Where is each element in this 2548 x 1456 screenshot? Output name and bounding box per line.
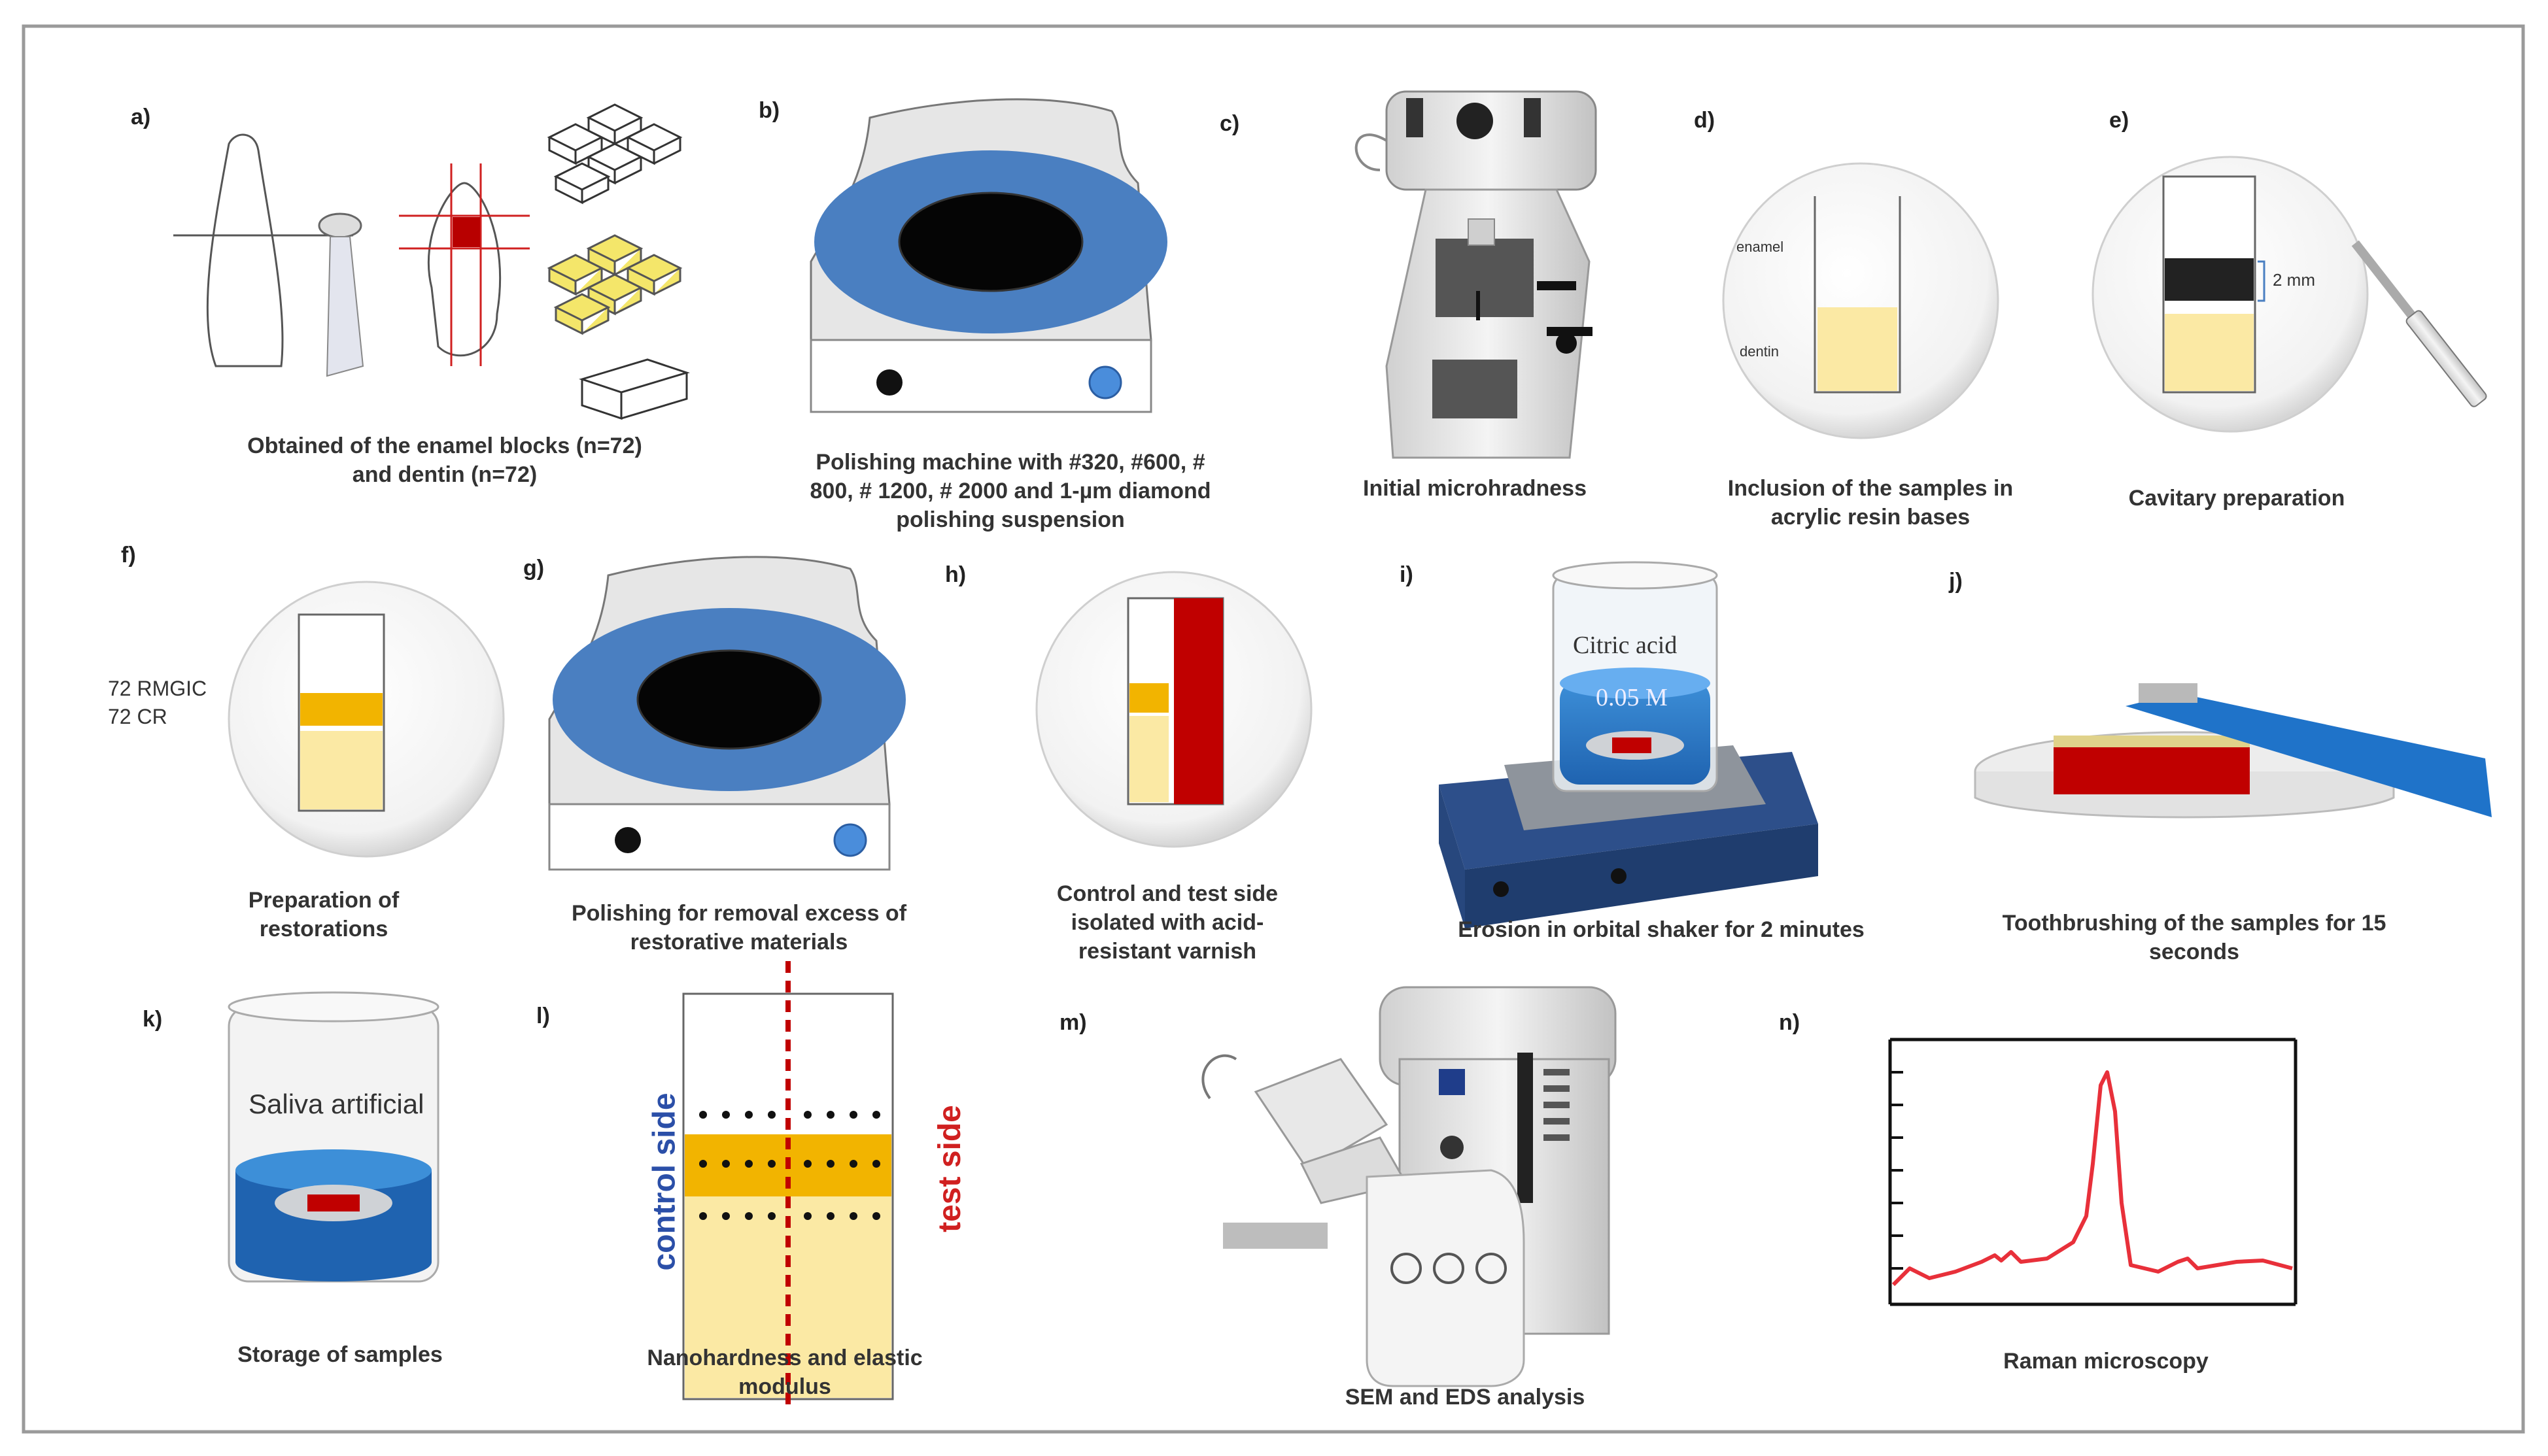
caption-m: SEM and EDS analysis [1345,1385,1585,1410]
panel-letter-b: b) [759,98,780,123]
panel-letter-c: c) [1220,111,1240,136]
panel-l-nanohardness [682,961,894,1406]
panel-letter-l: l) [536,1004,550,1028]
yellow-blocks [547,234,683,335]
caption-j: Toothbrushing of the samples for 15 seco… [2002,911,2386,964]
panel-letter-k: k) [143,1007,163,1032]
caption-d: Inclusion of the samples in acrylic resi… [1727,476,2014,530]
panel-letter-h: h) [945,562,967,587]
caption-n: Raman microscopy [2003,1349,2209,1374]
panel-letter-j: j) [1949,569,1963,594]
label-group-cr: 72 CR [108,705,167,728]
label-concentration: 0.05 M [1596,684,1668,711]
toothbrush [2126,693,2492,817]
panel-g-polisher [548,556,906,871]
label-depth: 2 mm [2273,270,2315,290]
panel-i-orbital-shaker [1439,561,1818,928]
beaker-i [1552,561,1718,792]
panel-letter-f: f) [121,543,136,567]
panel-j-toothbrushing [1974,683,2492,819]
panel-letter-i: i) [1400,562,1413,587]
caption-c: Initial microhradness [1363,476,1587,501]
panel-e-cavity-prep [2092,156,2487,433]
panel-c-microhardness-tester [1354,90,1597,459]
tooth-cut [427,182,502,357]
single-block [579,358,690,420]
caption-a: Obtained of the enamel blocks (n=72) and… [247,433,642,487]
label-control-side: control side [647,1092,682,1271]
label-dentin: dentin [1740,343,1779,360]
label-group-rmgic: 72 RMGIC [108,677,207,700]
panel-letter-e: e) [2109,108,2129,133]
caption-k: Storage of samples [237,1342,443,1367]
panel-h-varnish [1035,571,1313,848]
caption-g: Polishing for removal excess of restorat… [571,901,907,955]
label-enamel: enamel [1736,239,1784,255]
caption-h: Control and test side isolated with acid… [1056,881,1279,964]
panel-letter-a: a) [131,105,151,129]
caption-i: Erosion in orbital shaker for 2 minutes [1458,917,1865,942]
caption-l: Nanohardness and elastic modulus [647,1346,923,1399]
label-citric-acid: Citric acid [1573,632,1678,659]
panel-letter-d: d) [1694,108,1715,133]
panel-b-polisher [810,98,1167,413]
caption-f: Preparation of restorations [248,888,400,941]
caption-e: Cavitary preparation [2128,486,2345,511]
panel-a-illustration [173,103,690,420]
label-saliva: Saliva artificial [249,1089,424,1119]
dental-bur [2351,240,2487,407]
label-test-side: test side [932,1105,967,1232]
panel-letter-n: n) [1779,1010,1800,1035]
sem-vent [1543,1069,1570,1141]
root-slice [326,236,364,377]
panel-k-storage [228,991,439,1283]
white-blocks [547,103,683,205]
panel-letter-g: g) [523,556,545,581]
caption-b: Polishing machine with #320, #600, # 800… [810,450,1211,532]
y-ticks [1890,1071,1903,1270]
outer-border [22,24,2525,1434]
panel-f-restorations [228,581,505,858]
cut-block [453,217,480,247]
tooth-outline [206,133,284,367]
panel-m-sem-eds [1201,986,1617,1387]
spectrum-line [1891,1070,2293,1287]
panel-d-resin-bases [1722,162,1999,439]
indent-markers [699,1111,880,1220]
panel-n-raman-spectrum [1888,1038,2298,1306]
panel-letter-m: m) [1059,1010,1087,1035]
